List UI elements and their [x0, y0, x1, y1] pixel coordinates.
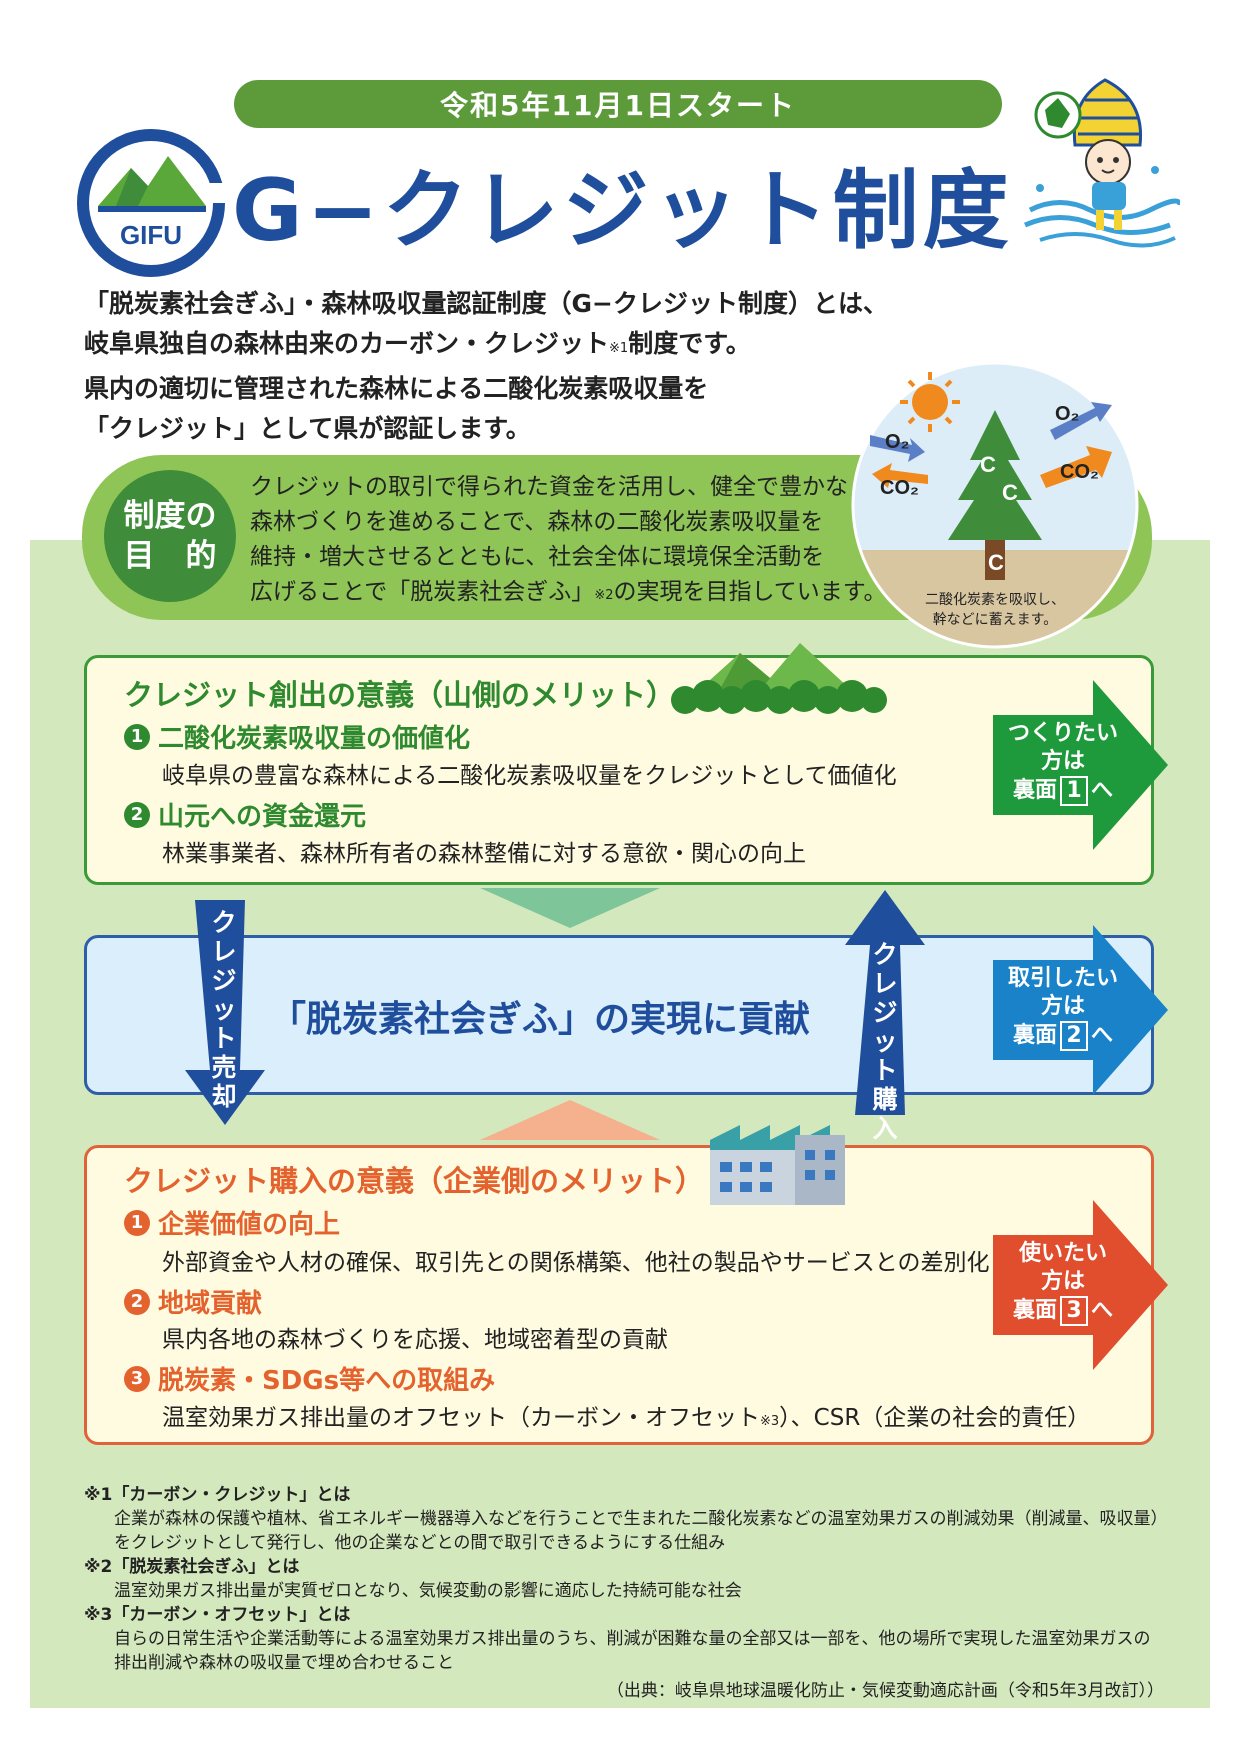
- footnote-2-body: 温室効果ガス排出量が実質ゼロとなり、気候変動の影響に適応した持続可能な社会: [114, 1581, 742, 1601]
- down-triangle-icon: [480, 888, 660, 928]
- mountain-section-title: クレジット創出の意義（山側のメリット）: [124, 678, 676, 712]
- svg-text:CO₂: CO₂: [880, 477, 919, 499]
- footnote-3-body: 排出削減や森林の吸収量で埋め合わせること: [114, 1653, 454, 1673]
- company-item-1-desc: 外部資金や人材の確保、取引先との関係構築、他社の製品やサービスとの差別化: [162, 1250, 990, 1276]
- footnote-1-body: 企業が森林の保護や植林、省エネルギー機器導入などを行うことで生まれた二酸化炭素な…: [114, 1509, 1168, 1529]
- footnote-2-heading: ※2「脱炭素社会ぎふ」とは: [84, 1557, 300, 1577]
- credit-buy-label: クレジット購入: [872, 940, 898, 1143]
- footnote-1-body: をクレジットとして発行し、他の企業などとの間で取引できるようにする仕組み: [114, 1533, 726, 1553]
- footnote-1-heading: ※1「カーボン・クレジット」とは: [84, 1485, 351, 1505]
- credit-sell-label: クレジット売却: [211, 908, 237, 1111]
- start-date-banner: 令和5年11月1日スタート: [234, 80, 1002, 128]
- forest-icon: [671, 643, 887, 714]
- svg-text:C: C: [980, 452, 996, 477]
- mountain-merit-box: [84, 655, 1154, 885]
- contribution-text: 「脱炭素社会ぎふ」の実現に貢献: [270, 999, 811, 1040]
- purpose-text: クレジットの取引で得られた資金を活用し、健全で豊かな 森林づくりを進めることで、…: [250, 474, 887, 605]
- sun-icon: [900, 372, 960, 432]
- credit-sell-arrow-icon: [185, 900, 265, 1125]
- intro-line: 岐阜県独自の森林由来のカーボン・クレジット※1制度です。: [84, 329, 751, 358]
- factory-icon: [710, 1125, 845, 1205]
- company-merit-box: [84, 1145, 1154, 1445]
- company-section-title: クレジット購入の意義（企業側のメリット）: [124, 1164, 705, 1198]
- purpose-label: 制度の 目 的: [104, 470, 236, 602]
- company-item-3-desc: 温室効果ガス排出量のオフセット（カーボン・オフセット※3）、CSR（企業の社会的…: [162, 1405, 1091, 1431]
- company-item-2-desc: 県内各地の森林づくりを応援、地域密着型の貢献: [162, 1327, 668, 1353]
- mountain-item-1-desc: 岐阜県の豊富な森林による二酸化炭素吸収量をクレジットとして価値化: [162, 763, 897, 789]
- svg-text:C: C: [1002, 480, 1018, 505]
- credit-buy-arrow-icon: [845, 890, 925, 1115]
- mountain-item-2-desc: 林業事業者、森林所有者の森林整備に対する意欲・関心の向上: [162, 841, 806, 867]
- gifu-logo-icon: GIFU: [77, 129, 226, 277]
- contribution-box: [84, 935, 1154, 1095]
- logo-text: GIFU: [120, 220, 182, 250]
- footnote-3-body: 自らの日常生活や企業活動等による温室効果ガス排出量のうち、削減が困難な量の全部又…: [114, 1629, 1151, 1649]
- up-triangle-icon: [480, 1100, 660, 1140]
- svg-text:二酸化炭素を吸収し、: 二酸化炭素を吸収し、: [925, 592, 1065, 608]
- intro-line: 「脱炭素社会ぎふ」・森林吸収量認証制度（G−クレジット制度）とは、: [84, 289, 888, 318]
- svg-text:O₂: O₂: [885, 431, 909, 453]
- tree-co2-illustration: O₂ CO₂ O₂ CO₂ C C C 二酸化炭素を吸収し、 幹などに蓄えます。: [851, 361, 1139, 649]
- page-title: G−クレジット制度: [232, 161, 1013, 261]
- footnote-3-heading: ※3「カーボン・オフセット」とは: [84, 1605, 351, 1625]
- footnotes: ※1「カーボン・クレジット」とは 企業が森林の保護や植林、省エネルギー機器導入な…: [84, 1483, 1168, 1703]
- svg-text:幹などに蓄えます。: 幹などに蓄えます。: [933, 611, 1058, 628]
- intro-line: 「クレジット」として県が認証します。: [84, 414, 531, 443]
- intro-line: 県内の適切に管理された森林による二酸化炭素吸収量を: [84, 374, 709, 403]
- intro-text: 「脱炭素社会ぎふ」・森林吸収量認証制度（G−クレジット制度）とは、 岐阜県独自の…: [84, 284, 904, 449]
- source-citation: （出典：岐阜県地球温暖化防止・気候変動適応計画（令和5年3月改訂））: [606, 1681, 1164, 1701]
- mascot-icon: [1024, 78, 1180, 248]
- svg-text:C: C: [988, 550, 1004, 575]
- svg-text:O₂: O₂: [1055, 403, 1079, 425]
- svg-text:CO₂: CO₂: [1060, 461, 1099, 483]
